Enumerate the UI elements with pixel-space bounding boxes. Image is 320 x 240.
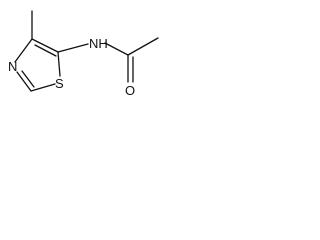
bond-n3-c2 xyxy=(16,71,32,92)
atom-label-carbonyl-oxygen: O xyxy=(125,83,135,98)
molecule-drawing: N S NH O xyxy=(8,10,159,98)
bond-s1-c5 xyxy=(57,51,61,77)
bond-carbonyl-methyl xyxy=(127,37,159,56)
bond-c5-nh xyxy=(57,43,89,53)
bond-c2-s1 xyxy=(30,83,56,92)
structure-diagram: N S NH O xyxy=(0,0,178,110)
bond-c4-n3 xyxy=(14,38,33,63)
atom-label-ring-sulfur: S xyxy=(55,76,64,91)
atom-label-amide-nitrogen: NH xyxy=(89,36,108,51)
bond-n3-c2-double xyxy=(21,70,35,88)
bond-c4-c5 xyxy=(31,38,59,53)
bond-nh-carbonyl xyxy=(104,42,129,56)
atom-label-ring-nitrogen: N xyxy=(8,59,17,74)
bond-c4-c5-double xyxy=(34,44,57,57)
